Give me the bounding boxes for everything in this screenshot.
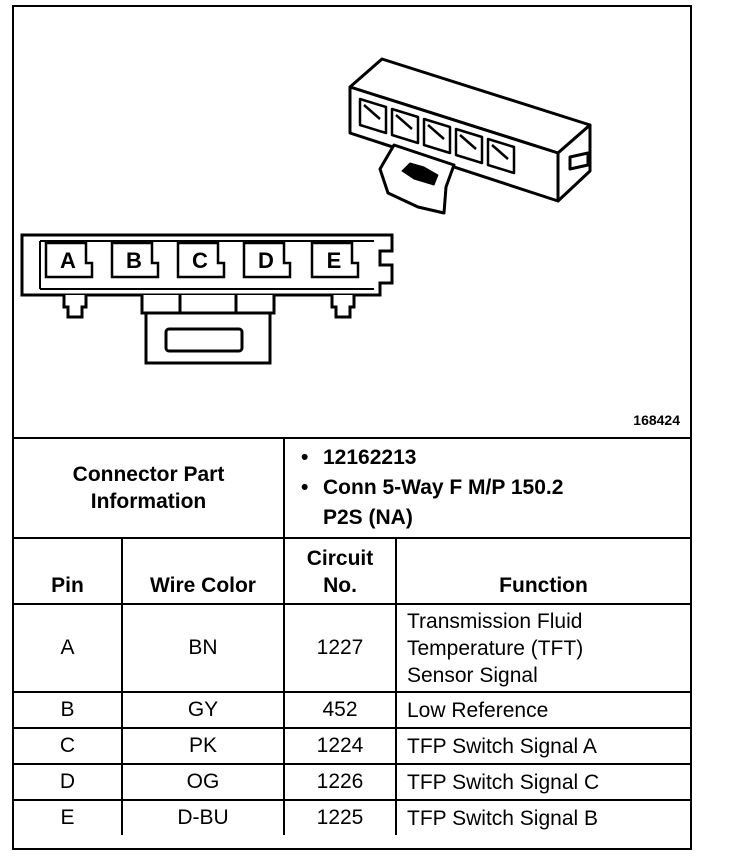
pin-label-b: B (126, 248, 142, 273)
table-row: C PK 1224 TFP Switch Signal A (14, 727, 690, 765)
table-row: D OG 1226 TFP Switch Signal C (14, 763, 690, 801)
function-cell: Low Reference (395, 691, 690, 729)
connector-sheet: A B C D E 168424 Connector Part Informat… (12, 5, 692, 850)
circuit-cell: 1226 (283, 763, 397, 801)
pin-cell: D (14, 763, 123, 801)
part-number: 12162213 (301, 443, 684, 473)
wire-color-cell: D-BU (121, 799, 285, 835)
circuit-cell: 1227 (283, 603, 397, 693)
pin-cell: A (14, 603, 123, 693)
function-cell: TFP Switch Signal B (395, 799, 690, 835)
connector-face-view (20, 233, 394, 365)
function-cell: TFP Switch Signal C (395, 763, 690, 801)
pin-labels: A B C D E (60, 248, 341, 273)
wire-color-cell: PK (121, 727, 285, 765)
circuit-cell: 452 (283, 691, 397, 729)
circuit-cell: 1225 (283, 799, 397, 835)
pin-cell: B (14, 691, 123, 729)
table-row: A BN 1227 Transmission Fluid Temperature… (14, 603, 690, 693)
header-circuit: Circuit No. (283, 537, 397, 605)
pin-label-a: A (60, 248, 76, 273)
function-cell: Transmission Fluid Temperature (TFT) Sen… (395, 603, 690, 693)
wire-color-cell: BN (121, 603, 285, 693)
connector-diagram: A B C D E (20, 57, 592, 365)
wire-color-cell: GY (121, 691, 285, 729)
pin-cell: C (14, 727, 123, 765)
connector-3d-view (348, 57, 592, 215)
function-cell: TFP Switch Signal A (395, 727, 690, 765)
pin-label-c: C (192, 248, 208, 273)
connector-description-cont: P2S (NA) (323, 506, 413, 529)
pin-label-e: E (327, 248, 342, 273)
wire-color-cell: OG (121, 763, 285, 801)
header-pin: Pin (14, 537, 123, 605)
pin-label-d: D (258, 248, 274, 273)
connector-table: Connector Part Information 12162213 Conn… (14, 437, 690, 835)
header-function: Function (395, 537, 690, 605)
connector-part-info-label: Connector Part Information (14, 437, 285, 539)
table-row: B GY 452 Low Reference (14, 691, 690, 729)
pin-cell: E (14, 799, 123, 835)
figure-id: 168424 (633, 412, 680, 428)
header-wire-color: Wire Color (121, 537, 285, 605)
connector-description: Conn 5-Way F M/P 150.2 (301, 473, 684, 503)
connector-part-info: 12162213 Conn 5-Way F M/P 150.2 P2S (NA) (283, 437, 690, 539)
table-row: E D-BU 1225 TFP Switch Signal B (14, 799, 690, 835)
circuit-cell: 1224 (283, 727, 397, 765)
